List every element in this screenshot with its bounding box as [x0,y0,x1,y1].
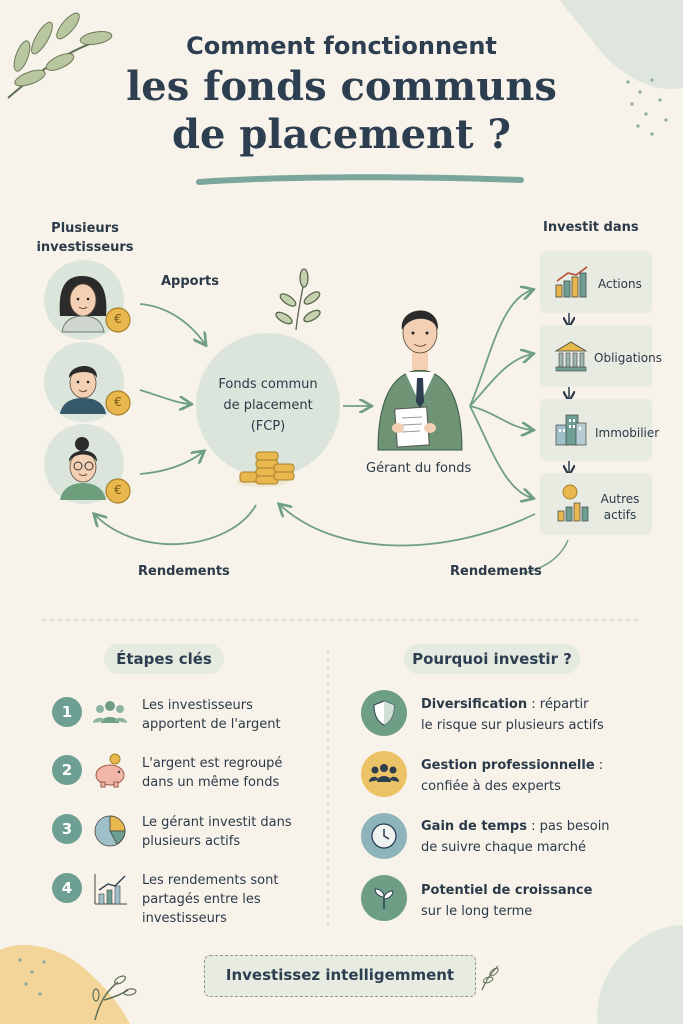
sprig-icon [275,268,321,331]
asset-immobilier: Immobilier [540,399,659,461]
why-item-line: de suivre chaque marché [421,840,586,855]
building-icon [555,414,587,446]
investor-3-avatar [44,424,124,504]
returns-right-label: Rendements [450,564,542,579]
why-item-rest: : [594,758,604,773]
asset-label-line2: actifs [603,508,637,522]
fund-label-line1: Fonds commun [218,377,318,392]
asset-obligations: Obligations [540,325,662,387]
investors-label-line1: Plusieurs [51,221,119,236]
contributions-label: Apports [161,274,219,289]
steps-title: Étapes clés [104,644,224,674]
why-icon-circle [361,875,407,921]
bank-icon [554,341,588,372]
dots-decor [18,78,668,996]
asset-actions: Actions [540,251,652,313]
investor-2-avatar [44,342,124,422]
why-title: Pourquoi investir ? [404,644,580,674]
why-item-rest: : pas besoin [526,819,610,834]
step-number: 4 [52,873,82,903]
step-text: Le gérant investit dans plusieurs actifs [142,813,302,851]
returns-left-label: Rendements [138,564,230,579]
why-icon-circle [361,751,407,797]
step-number: 3 [52,814,82,844]
euro-symbol: € [114,395,122,409]
coin-stack-icon [236,451,295,487]
asset-label: Actions [598,277,642,291]
why-text: Potentiel de croissance sur le long term… [421,880,631,922]
why-icon-circle [361,813,407,859]
why-item-line: confiée à des experts [421,779,561,794]
asset-label: Immobilier [595,426,660,440]
fund-circle [196,333,340,477]
asset-autres-actifs: Autres actifs [540,473,652,535]
people-icon [93,701,127,723]
investors-label-line2: investisseurs [36,240,134,255]
why-item-heading: Diversification [421,697,528,712]
step-text: Les investisseurs apportent de l'argent [142,696,302,734]
clock-icon [371,823,397,849]
fund-label-line2: de placement [223,398,313,413]
step-line: apportent de l'argent [142,717,281,732]
step-line: investisseurs [142,911,227,926]
step-line: Les rendements sont [142,873,279,888]
team-icon [369,764,399,782]
title-line-3: de placement ? [172,111,511,158]
bar-chart-icon [555,266,588,298]
asset-label: Obligations [594,351,662,365]
section-dividers [42,619,640,925]
fund-manager-figure [377,310,463,451]
step-line: dans un même fonds [142,775,280,790]
shield-icon [373,700,395,726]
step-line: L'argent est regroupé [142,756,283,771]
leaf-icon [481,965,499,991]
title-underline [196,174,524,185]
why-icon-circle [361,690,407,736]
investors-label: Plusieurs investisseurs [30,219,140,257]
euro-coin-icons [105,307,131,504]
step-line: Les investisseurs [142,698,253,713]
why-text: Gain de temps : pas besoin de suivre cha… [421,816,631,858]
fund-label: Fonds commun de placement (FCP) [198,374,338,437]
euro-symbol: € [114,483,122,497]
asset-label-line1: Autres [600,492,640,506]
fund-label-line3: (FCP) [250,419,286,434]
investor-1-avatar [44,260,124,340]
euro-symbol: € [114,312,122,326]
title-line-2: les fonds communs [126,63,557,110]
step-number: 2 [52,755,82,785]
pie-chart-icon [94,815,126,847]
bottom-left-blob [0,945,130,1024]
why-item-heading: Potentiel de croissance [421,883,593,898]
step-text: Les rendements sont partagés entre les i… [142,871,302,928]
why-item-line: le risque sur plusieurs actifs [421,718,604,733]
title-line-1: Comment fonctionnent [186,32,497,60]
why-item-rest: : répartir [527,697,589,712]
top-right-blob [560,0,683,90]
why-text: Gestion professionnelle : confiée à des … [421,755,631,797]
why-item-heading: Gestion professionnelle [421,758,595,773]
why-text: Diversification : répartir le risque sur… [421,694,631,736]
bottom-right-blob [597,925,683,1024]
step-number: 1 [52,697,82,727]
growth-chart-icon [94,874,127,905]
invests-in-label: Investit dans [543,220,639,235]
manager-label: Gérant du fonds [366,461,472,476]
flow-diagram [44,260,683,575]
piggy-bank-icon [95,753,125,788]
asset-label: Autres actifs [596,491,644,523]
coin-chart-icon [557,484,589,522]
cta-banner: Investissez intelligemment [204,955,476,997]
sprout-icon [374,888,394,909]
why-item-heading: Gain de temps [421,819,527,834]
step-line: Le gérant investit dans [142,815,292,830]
step-text: L'argent est regroupé dans un même fonds [142,754,302,792]
step-line: partagés entre les [142,892,261,907]
why-item-line: sur le long terme [421,904,533,919]
step-line: plusieurs actifs [142,834,241,849]
